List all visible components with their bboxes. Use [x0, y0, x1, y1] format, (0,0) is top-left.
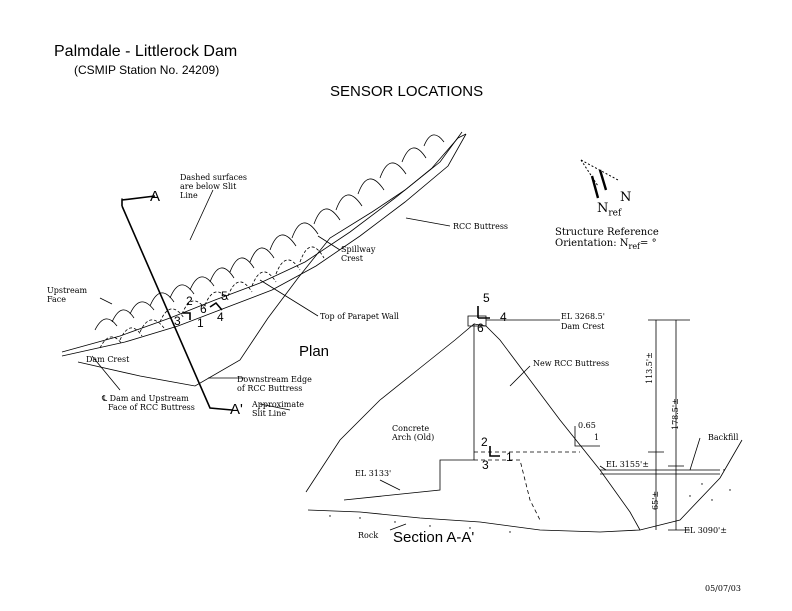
concrete-label-line2: Arch (Old) — [392, 433, 435, 442]
plan-sensor-5: 5 — [221, 289, 228, 303]
slit-label-line1: Approximate — [252, 400, 305, 409]
section-old-arch — [305, 323, 475, 501]
concrete-label-line1: Concrete — [392, 424, 430, 433]
parapet-label: Top of Parapet Wall — [320, 312, 399, 321]
section-new-buttress — [473, 323, 641, 531]
section-sensor-6: 6 — [477, 321, 484, 335]
new-rcc-label: New RCC Buttress — [533, 359, 610, 368]
section-dam-crest-label: Dam Crest — [561, 322, 605, 331]
backfill-label: Backfill — [708, 433, 739, 442]
rock-hatch — [329, 469, 731, 533]
rcc-buttress-label: RCC Buttress — [453, 222, 509, 231]
section-dim-lines — [486, 319, 690, 531]
slope-triangle — [574, 426, 600, 447]
plan-sensor-3: 3 — [174, 314, 181, 328]
centerline-label-line1: ℄ Dam and Upstream — [102, 394, 189, 403]
plan-dashed-surfaces — [99, 246, 325, 349]
leader-lines — [91, 189, 451, 411]
plan-arches — [94, 134, 445, 331]
north-ref-label: Nref — [597, 201, 622, 219]
plan-sensor-2: 2 — [186, 294, 193, 308]
north-arrow — [580, 159, 619, 199]
section-mark-a: A — [150, 188, 161, 205]
section-mark-a-prime: A' — [230, 401, 243, 418]
dim-178-label: 178.5'± — [671, 398, 680, 430]
dam-title: Palmdale - Littlerock Dam — [54, 43, 238, 60]
drawing-date: 05/07/03 — [705, 584, 741, 593]
el-3155-label: EL 3155'± — [606, 460, 649, 469]
spillway-label-line2: Crest — [341, 254, 363, 263]
north-label: N — [620, 190, 632, 205]
section-leaders — [379, 365, 701, 531]
dashed-note-line1: Dashed surfaces — [180, 173, 247, 182]
plan-downstream-edge — [77, 133, 467, 387]
section-buttress-inner — [474, 451, 580, 521]
slope-label-side: 1 — [594, 433, 600, 442]
section-sensor-2: 2 — [481, 435, 488, 449]
structure-reference-line1: Structure Reference — [555, 227, 659, 238]
section-sensor-3: 3 — [482, 458, 489, 472]
station-number: (CSMIP Station No. 24209) — [74, 63, 220, 77]
downstream-label-line2: of RCC Buttress — [237, 384, 303, 393]
plan-dam-crest-line — [61, 133, 467, 357]
sheet-heading: SENSOR LOCATIONS — [330, 83, 484, 100]
downstream-label-line1: Downstream Edge — [237, 375, 312, 384]
rock-label: Rock — [358, 531, 379, 540]
plan-view-label: Plan — [299, 343, 330, 360]
section-rock-line — [307, 439, 743, 533]
dashed-note-line3: Line — [180, 191, 198, 200]
section-backfill — [600, 469, 720, 475]
dim-65-label: 65'± — [651, 490, 660, 510]
section-sensor-1: 1 — [506, 450, 513, 464]
structure-reference-line2: Orientation: Nref= ° — [555, 238, 657, 251]
section-sensor-4: 4 — [500, 310, 507, 324]
plan-sensor-1: 1 — [197, 316, 204, 330]
dam-crest-label: Dam Crest — [86, 355, 130, 364]
el-3090-label: EL 3090'± — [684, 526, 727, 535]
section-view-label: Section A-A' — [393, 529, 475, 546]
plan-sensor-4: 4 — [217, 310, 224, 324]
upstream-label-line1: Upstream — [47, 286, 88, 295]
spillway-label-line1: Spillway — [341, 245, 376, 254]
plan-upstream-face — [61, 131, 463, 353]
dim-113-label: 113.5'± — [645, 352, 654, 384]
el-3133-label: EL 3133' — [355, 469, 392, 478]
centerline-label-line2: Face of RCC Buttress — [108, 403, 195, 412]
slope-label-top: 0.65 — [578, 421, 596, 430]
section-sensor-5: 5 — [483, 291, 490, 305]
upstream-label-line2: Face — [47, 295, 66, 304]
plan-sensor-6: 6 — [200, 302, 207, 316]
el-crest-label: EL 3268.5' — [561, 312, 605, 321]
slit-label-line2: Slit Line — [252, 409, 287, 418]
dashed-note-line2: are below Slit — [180, 182, 237, 191]
